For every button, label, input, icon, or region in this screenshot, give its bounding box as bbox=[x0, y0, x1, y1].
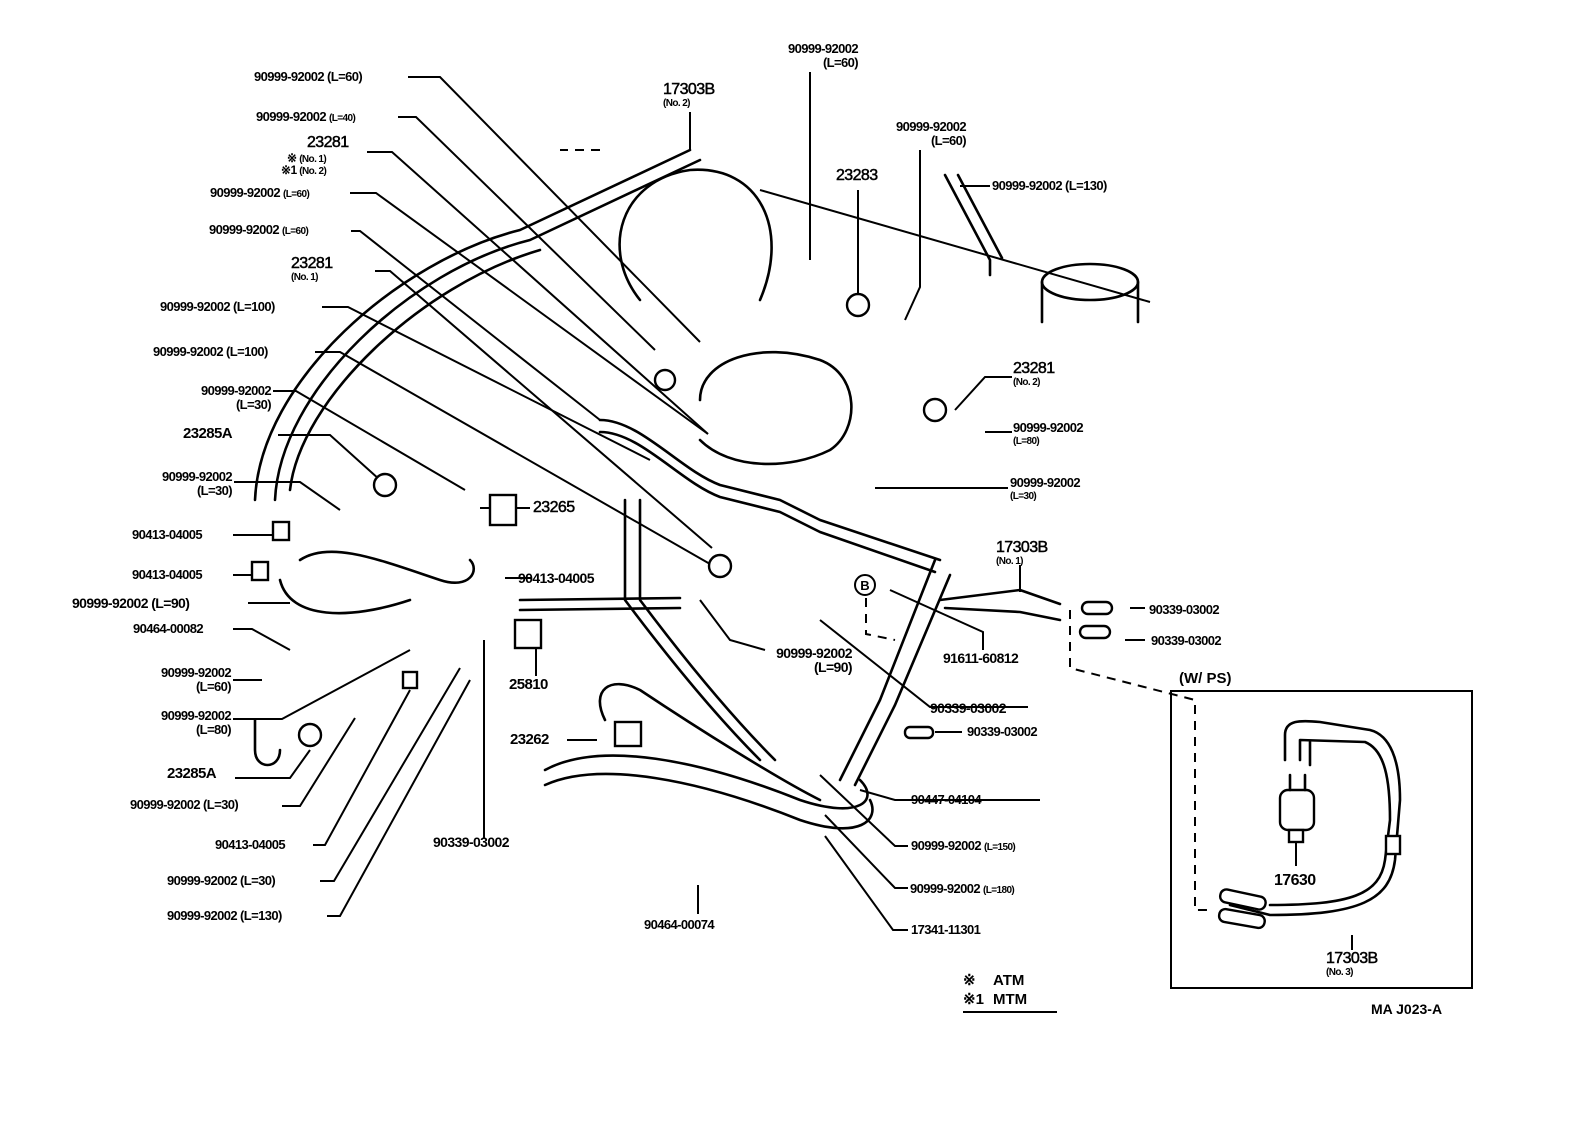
label-inset-17630: 17630 bbox=[1274, 872, 1316, 889]
label-hose-l100-a: 90999-92002 (L=100) bbox=[160, 299, 275, 314]
label-clip-91611-60812: 91611-60812 bbox=[943, 650, 1019, 666]
label-hose-l130-b: 90999-92002 (L=130) bbox=[992, 178, 1107, 193]
label-tee-90413-a: 90413-04005 bbox=[132, 527, 203, 542]
label-filter-90339-c: 90339-03002 bbox=[1151, 633, 1222, 648]
label-tee-90413-d: 90413-04005 bbox=[518, 570, 595, 586]
label-tee-90413-c: 90413-04005 bbox=[215, 837, 286, 852]
inset-box-with-power-steering bbox=[1170, 690, 1473, 989]
label-filter-90339-b: 90339-03002 bbox=[1149, 602, 1220, 617]
label-inset-17303b-no3: 17303B (No. 3) bbox=[1326, 950, 1379, 978]
reference-mark-letter: B bbox=[860, 578, 869, 593]
drawing-code: MA J023-A bbox=[1371, 1001, 1443, 1017]
label-hose-l180: 90999-92002 (L=180) bbox=[910, 881, 1015, 897]
label-clamp-90447-04104: 90447-04104 bbox=[911, 792, 982, 807]
label-hose-l150: 90999-92002 (L=150) bbox=[911, 838, 1016, 854]
label-hose-l90-b: 90999-92002 (L=90) bbox=[776, 645, 853, 675]
label-sensor-23265: 23265 bbox=[533, 499, 576, 516]
label-hose-l90-a: 90999-92002 (L=90) bbox=[72, 595, 190, 611]
inset-title: (W/ PS) bbox=[1179, 670, 1232, 687]
label-hose-l80-b: 90999-92002 (L=80) bbox=[1013, 420, 1084, 448]
label-hose-l80-a: 90999-92002 (L=80) bbox=[160, 708, 232, 737]
leader-lines bbox=[233, 72, 1353, 950]
label-sensor-23262: 23262 bbox=[510, 731, 549, 748]
label-vsv-23285a-a: 23285A bbox=[183, 425, 233, 442]
inset-drawing bbox=[1217, 719, 1402, 930]
label-hose-l40: 90999-92002 (L=40) bbox=[256, 109, 356, 125]
label-hose-l60-b: 90999-92002 (L=60) bbox=[210, 185, 310, 201]
label-hose-l60-a: 90999-92002 (L=60) bbox=[254, 69, 363, 84]
label-hose-l60-e: 90999-92002 (L=60) bbox=[787, 41, 859, 70]
label-vsv-23281-b: 23281 (No. 1) bbox=[291, 255, 334, 283]
label-filter-90339-e: 90339-03002 bbox=[967, 724, 1038, 739]
label-hose-l60-c: 90999-92002 (L=60) bbox=[209, 222, 309, 238]
label-hose-17341-11301: 17341-11301 bbox=[911, 922, 981, 937]
label-hose-l30-e: 90999-92002 (L=30) bbox=[1010, 475, 1081, 503]
label-vsv-23281-c: 23281 (No. 2) bbox=[1013, 360, 1056, 388]
label-hose-l60-d: 90999-92002 (L=60) bbox=[160, 665, 232, 694]
label-clamp-90464-00082: 90464-00082 bbox=[133, 621, 204, 636]
label-clamp-90464-00074: 90464-00074 bbox=[644, 917, 715, 932]
label-filter-90339-a: 90339-03002 bbox=[433, 834, 510, 850]
label-vsv-23285a-b: 23285A bbox=[167, 765, 217, 782]
label-hose-l130-a: 90999-92002 (L=130) bbox=[167, 908, 282, 923]
vsv-bracket bbox=[560, 149, 1210, 911]
label-vsv-25810: 25810 bbox=[509, 676, 548, 693]
label-hose-l30-d: 90999-92002 (L=30) bbox=[167, 873, 276, 888]
legend-item-atm: ※ATM bbox=[963, 972, 1025, 989]
reference-mark-b: B bbox=[854, 574, 876, 596]
label-tee-90413-b: 90413-04005 bbox=[132, 567, 203, 582]
label-hose-l30-a: 90999-92002 (L=30) bbox=[200, 383, 272, 412]
label-hose-l30-b: 90999-92002 (L=30) bbox=[161, 469, 233, 498]
label-hose-l30-c: 90999-92002 (L=30) bbox=[130, 797, 239, 812]
label-hose-l100-b: 90999-92002 (L=100) bbox=[153, 344, 268, 359]
label-hose-bundle-17303b-no2: 17303B (No. 2) bbox=[663, 81, 716, 109]
label-hose-l60-f: 90999-92002 (L=60) bbox=[895, 119, 967, 148]
engine-components bbox=[250, 148, 1151, 830]
label-filter-90339-d: 90339-03002 bbox=[930, 700, 1007, 716]
label-vsv-23283: 23283 bbox=[836, 167, 879, 184]
label-hose-bundle-17303b-no1: 17303B (No. 1) bbox=[996, 539, 1049, 567]
